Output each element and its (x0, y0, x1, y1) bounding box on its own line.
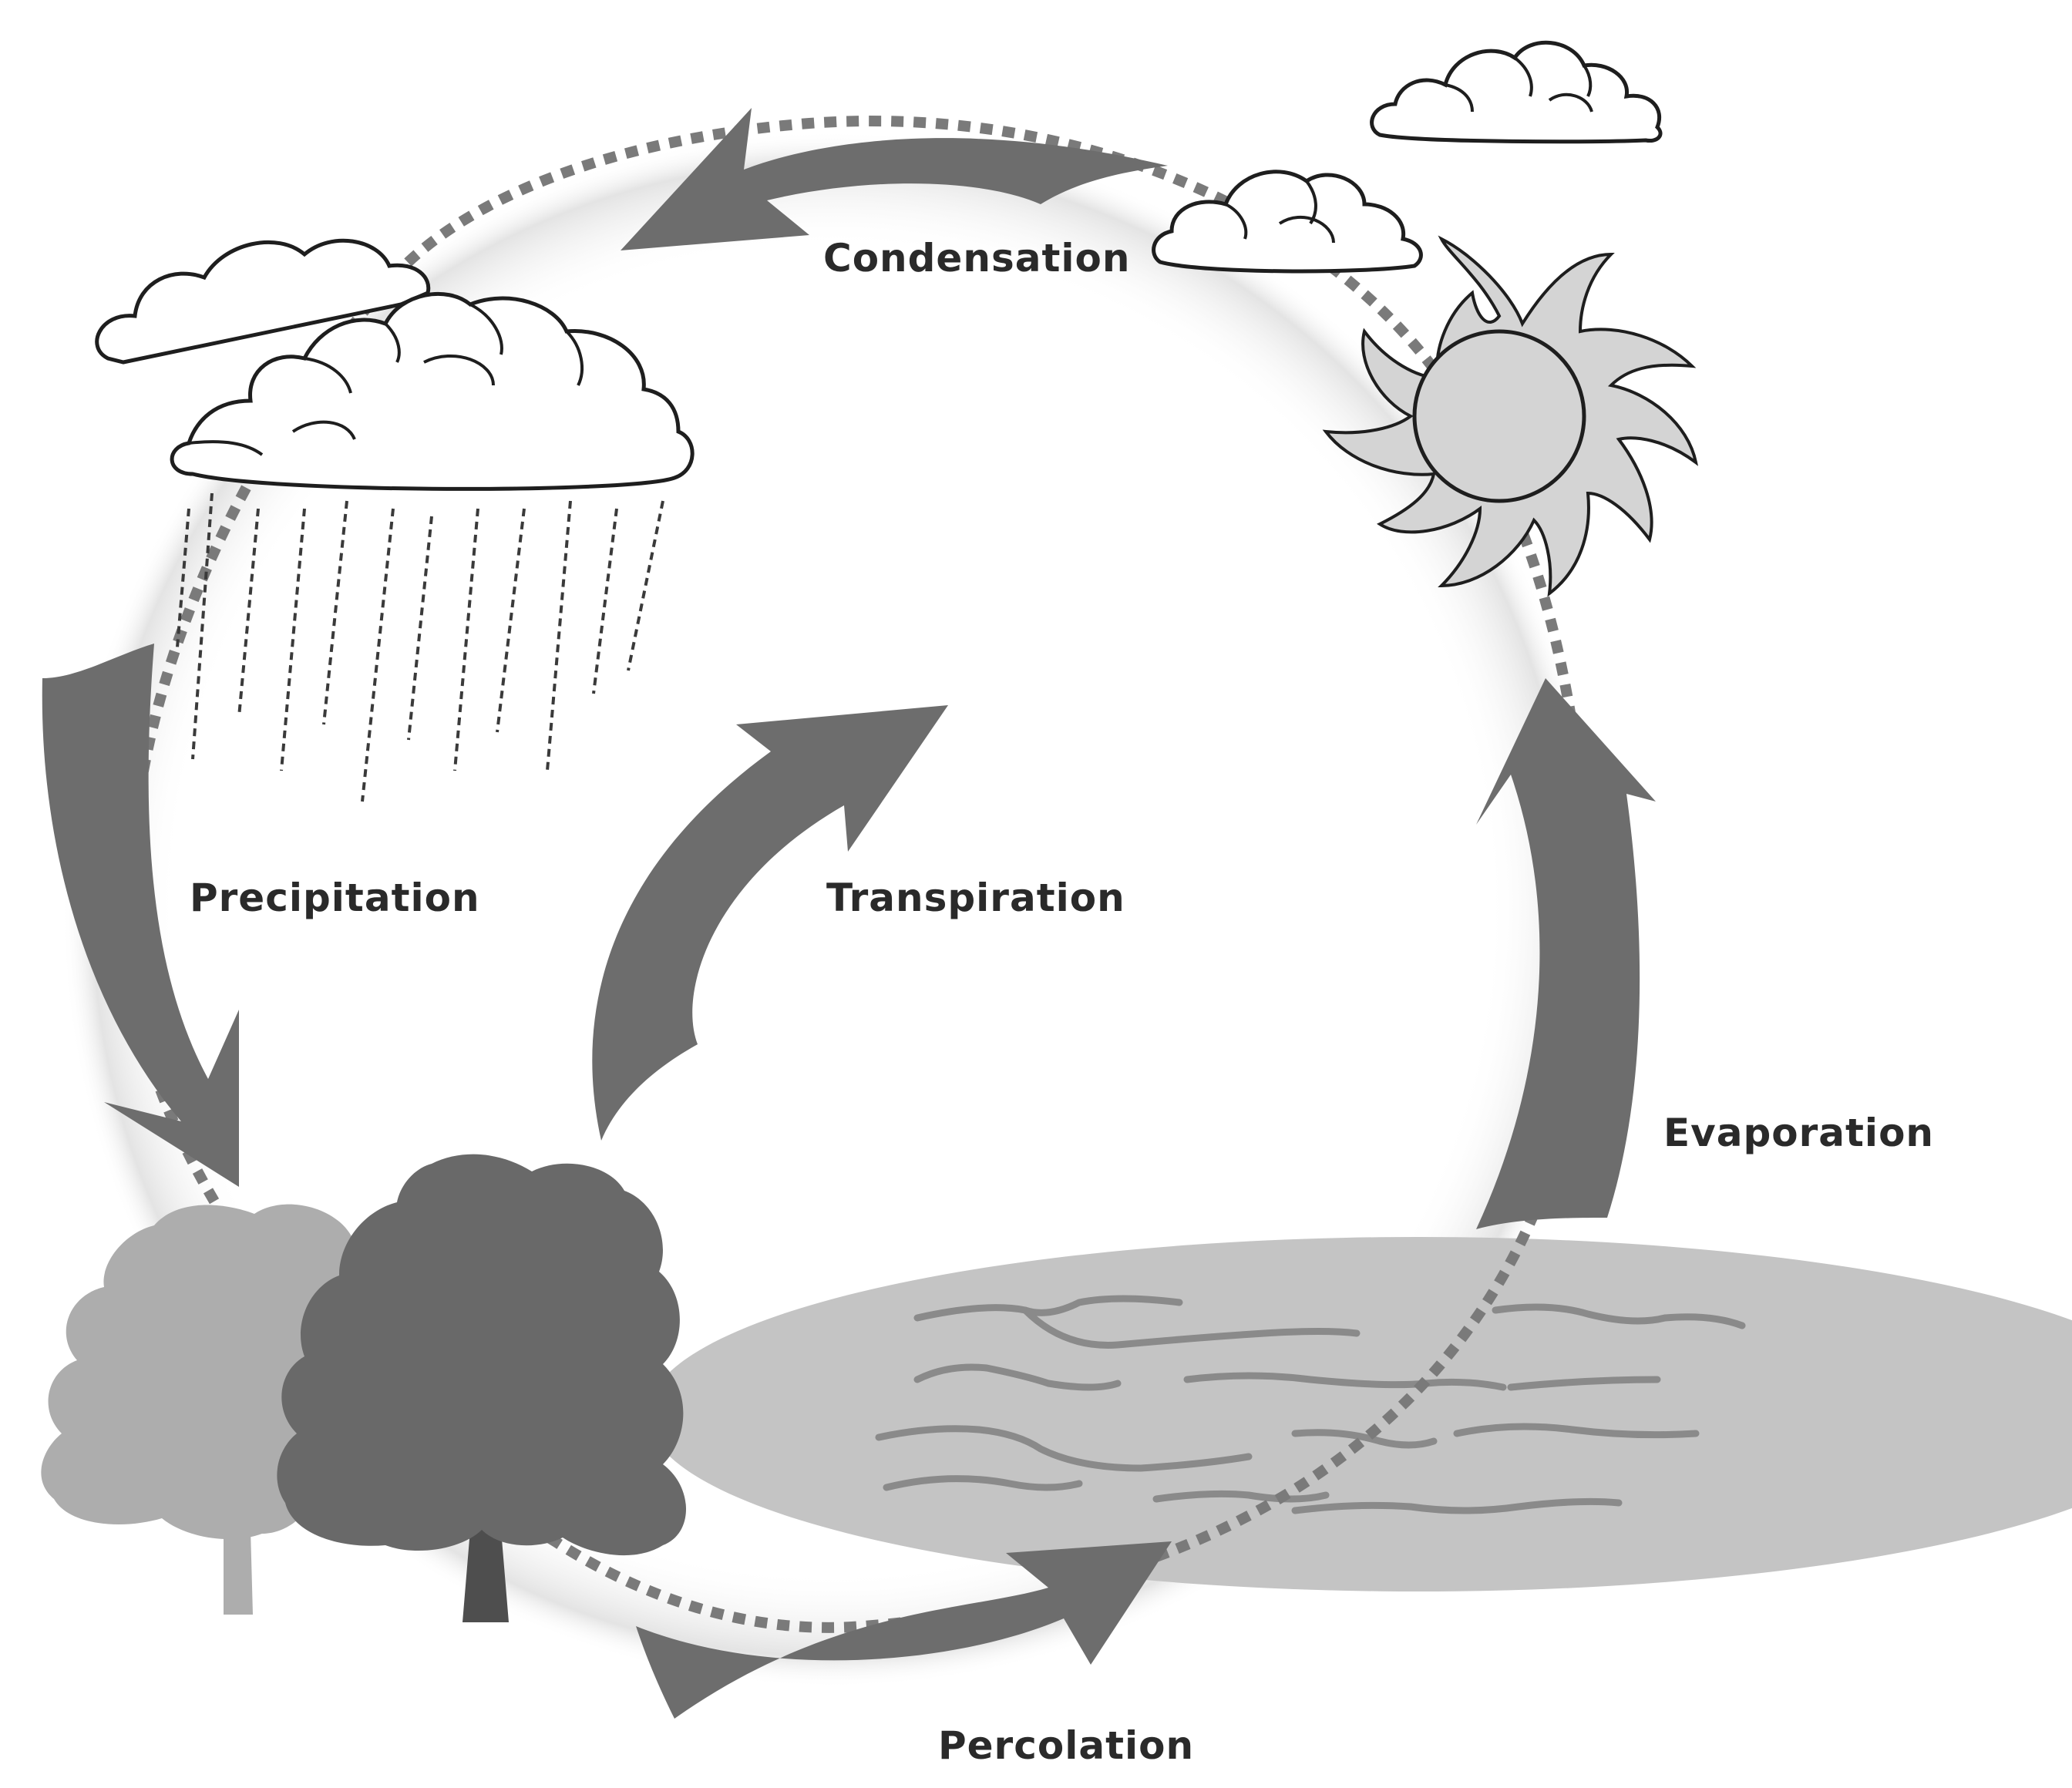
rain-cloud (170, 291, 695, 491)
clouds (95, 40, 1663, 491)
trees (41, 1154, 686, 1622)
cloud-near-sun (1152, 170, 1423, 274)
label-condensation: Condensation (823, 236, 1130, 281)
transpiration-arrow (592, 705, 948, 1141)
arrows (42, 108, 1656, 1719)
label-percolation: Percolation (938, 1723, 1194, 1768)
lake (648, 1237, 2072, 1591)
labels: Condensation Precipitation Transpiration… (190, 236, 1934, 1768)
evaporation-arrow (1476, 678, 1656, 1229)
label-transpiration: Transpiration (826, 876, 1125, 920)
cloud-top-right (1370, 40, 1663, 144)
lake-waves (875, 1295, 1746, 1514)
condensation-arrow (621, 108, 1168, 250)
label-precipitation: Precipitation (190, 876, 480, 920)
light-tree (41, 1204, 361, 1615)
sun (1322, 235, 1698, 597)
lake-body (648, 1237, 2072, 1591)
precipitation-arrow (42, 644, 240, 1187)
sun-disc (1412, 329, 1586, 503)
dark-tree (277, 1154, 686, 1622)
rain-cloud-back (95, 238, 431, 365)
dark-tree-canopy (277, 1154, 686, 1556)
label-evaporation: Evaporation (1663, 1111, 1934, 1155)
rain (176, 492, 664, 802)
light-tree-canopy (41, 1204, 361, 1540)
percolation-arrow (636, 1541, 1172, 1719)
